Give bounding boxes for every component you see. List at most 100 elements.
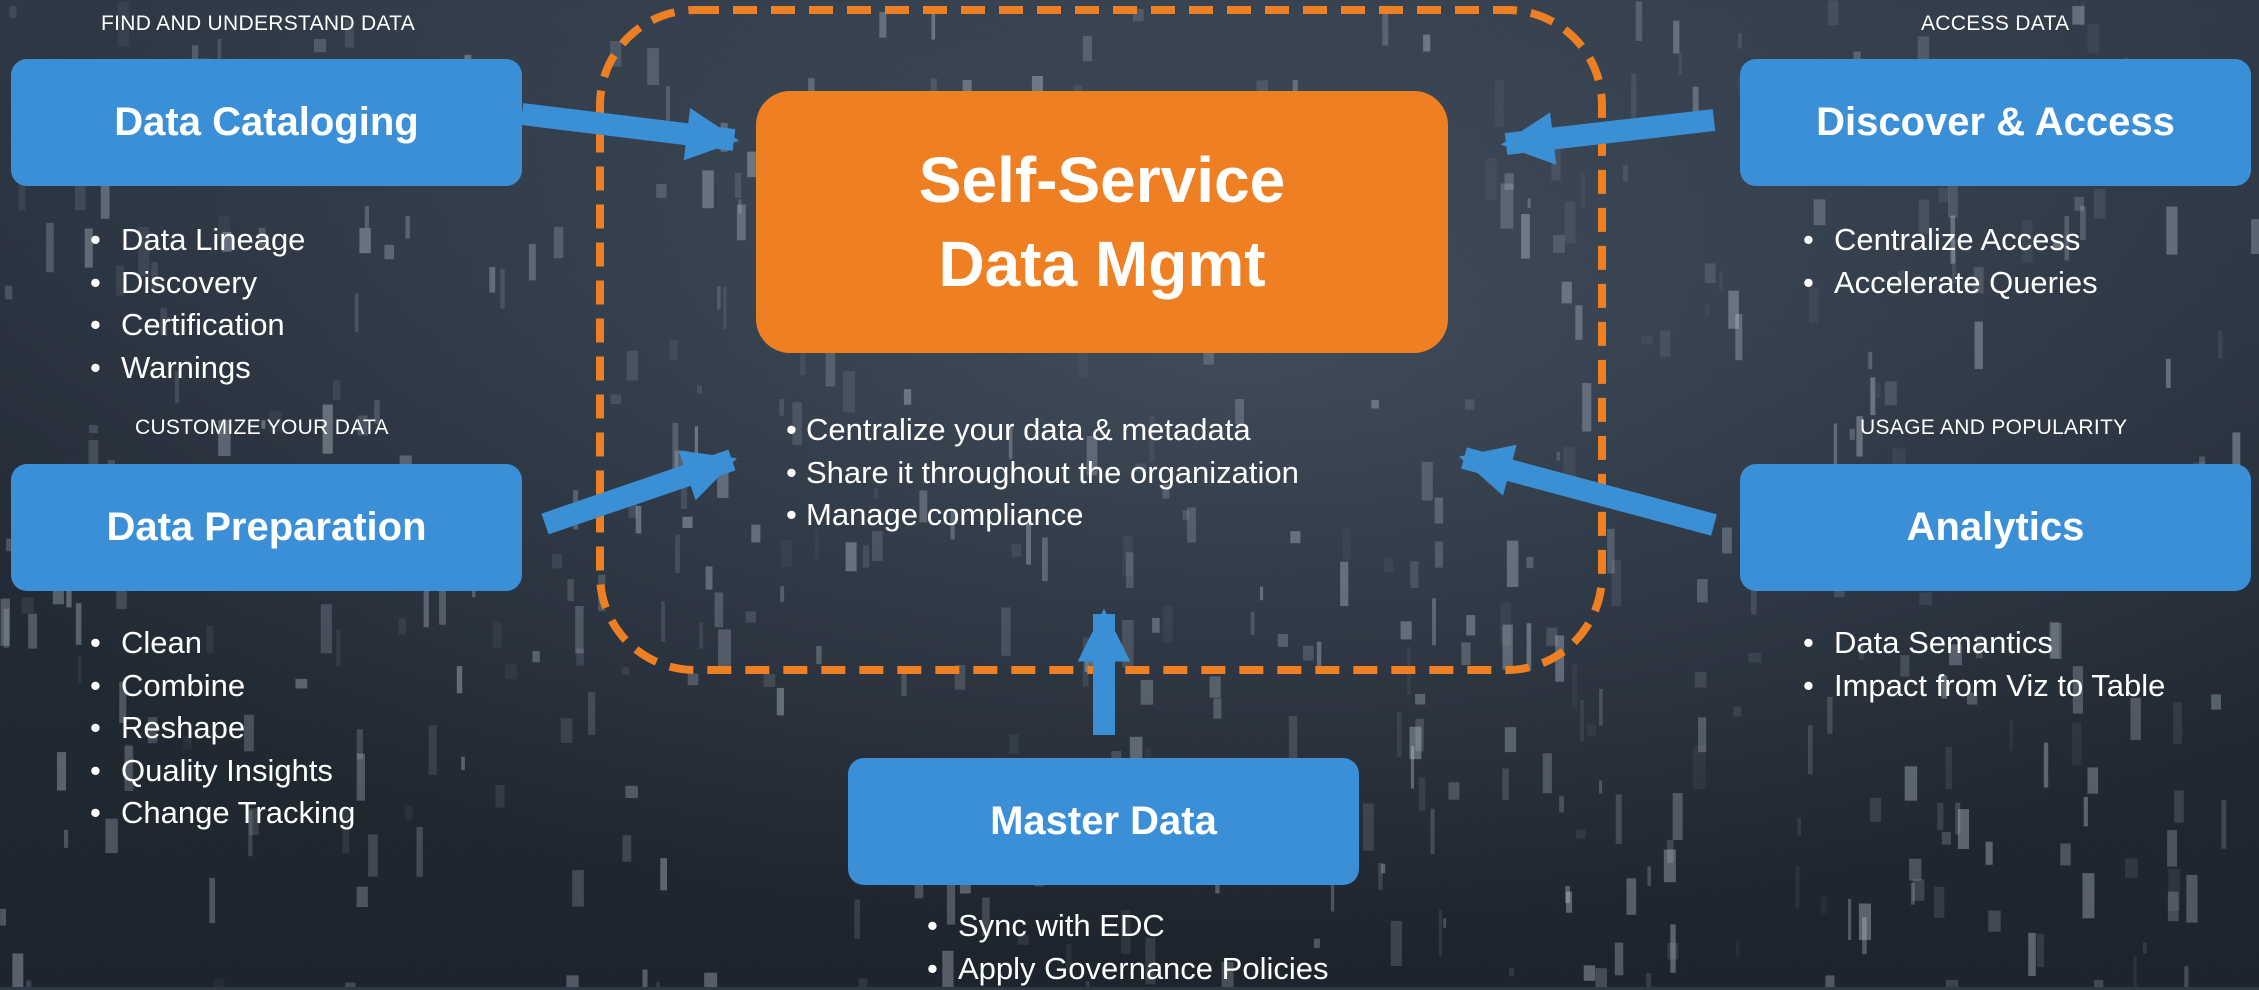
background-stream-mark xyxy=(1719,272,1722,290)
background-stream-mark xyxy=(706,566,713,589)
background-stream-mark xyxy=(2218,331,2223,359)
background-stream-mark xyxy=(1505,173,1514,190)
background-stream-mark xyxy=(717,464,728,498)
background-stream-mark xyxy=(717,286,721,310)
background-stream-mark xyxy=(101,181,110,218)
list-item: Manage compliance xyxy=(756,494,1299,537)
background-stream-mark xyxy=(1599,781,1602,794)
data-cataloging-title: Data Cataloging xyxy=(114,100,418,145)
background-stream-mark xyxy=(1909,859,1921,881)
list-item: Data Lineage xyxy=(84,219,305,262)
background-stream-mark xyxy=(843,371,855,412)
background-stream-mark xyxy=(1705,305,1709,317)
background-stream-mark xyxy=(1834,424,1837,467)
background-stream-mark xyxy=(1795,866,1799,908)
discover-access-box: Discover & Access xyxy=(1740,59,2251,186)
caption-usage-and-popularity: USAGE AND POPULARITY xyxy=(1860,416,2127,440)
background-stream-mark xyxy=(28,614,37,649)
background-stream-mark xyxy=(904,389,911,405)
list-item: Warnings xyxy=(84,347,305,390)
background-stream-mark xyxy=(1042,538,1048,582)
background-stream-mark xyxy=(1012,544,1022,556)
background-stream-mark xyxy=(1401,621,1412,639)
background-stream-mark xyxy=(1397,712,1402,757)
background-stream-mark xyxy=(1423,35,1430,52)
background-stream-mark xyxy=(1667,840,1674,863)
background-stream-mark xyxy=(1660,331,1670,357)
background-stream-mark xyxy=(666,86,670,121)
background-stream-mark xyxy=(1975,322,1983,370)
background-stream-mark xyxy=(1422,462,1433,501)
background-stream-mark xyxy=(1461,642,1470,665)
background-stream-mark xyxy=(625,786,638,798)
center-title-line-1: Self-Service xyxy=(919,138,1285,222)
background-stream-mark xyxy=(1722,528,1732,554)
background-stream-mark xyxy=(567,579,574,601)
background-stream-mark xyxy=(1278,634,1288,647)
background-stream-mark xyxy=(747,152,756,178)
background-stream-mark xyxy=(368,834,378,876)
background-stream-mark xyxy=(1587,724,1596,736)
background-stream-mark xyxy=(670,340,678,360)
background-stream-mark xyxy=(357,754,365,801)
background-stream-mark xyxy=(675,535,680,573)
background-stream-mark xyxy=(1848,899,1851,940)
background-stream-mark xyxy=(661,601,665,641)
background-stream-mark xyxy=(1575,305,1582,340)
list-item: Discovery xyxy=(84,262,305,305)
background-stream-mark xyxy=(636,506,642,534)
list-item: Quality Insights xyxy=(84,750,355,793)
background-stream-mark xyxy=(405,806,413,821)
background-stream-mark xyxy=(1705,263,1716,283)
list-item: Sync with EDC xyxy=(921,905,1328,948)
background-stream-mark xyxy=(1381,864,1385,874)
background-stream-mark xyxy=(1636,1,1642,41)
background-stream-mark xyxy=(1946,747,1953,789)
background-stream-mark xyxy=(627,351,638,381)
background-stream-mark xyxy=(1317,642,1321,666)
background-stream-mark xyxy=(1501,603,1512,645)
background-stream-mark xyxy=(683,517,693,528)
list-item: Impact from Viz to Table xyxy=(1797,665,2165,708)
background-stream-mark xyxy=(1507,541,1519,587)
background-stream-mark xyxy=(1563,447,1575,477)
background-stream-mark xyxy=(1582,383,1591,432)
background-stream-mark xyxy=(1486,158,1497,200)
list-item: Combine xyxy=(84,665,355,708)
background-stream-mark xyxy=(1557,452,1561,461)
background-stream-mark xyxy=(1152,618,1160,633)
background-stream-mark xyxy=(1627,878,1637,915)
background-stream-mark xyxy=(1505,727,1516,752)
background-stream-mark xyxy=(1466,615,1475,635)
background-stream-mark xyxy=(2125,858,2138,878)
background-stream-mark xyxy=(1085,650,1097,672)
background-stream-mark xyxy=(1679,52,1682,75)
background-stream-mark xyxy=(1251,612,1255,635)
background-stream-mark xyxy=(688,674,699,686)
background-stream-mark xyxy=(746,611,756,622)
background-stream-mark xyxy=(1435,541,1443,567)
background-stream-mark xyxy=(1905,766,1917,800)
background-stream-mark xyxy=(1876,383,1881,399)
background-stream-mark xyxy=(1868,352,1872,370)
background-stream-mark xyxy=(0,909,6,926)
background-stream-mark xyxy=(1439,910,1442,956)
background-stream-mark xyxy=(572,870,584,907)
background-stream-mark xyxy=(1343,528,1351,560)
master-data-title: Master Data xyxy=(990,799,1217,844)
background-stream-mark xyxy=(1988,911,2000,932)
background-stream-mark xyxy=(57,752,66,790)
background-stream-mark xyxy=(1501,184,1514,229)
background-stream-mark xyxy=(1410,561,1418,588)
background-stream-mark xyxy=(1613,492,1616,505)
background-stream-mark xyxy=(12,954,23,988)
background-stream-mark xyxy=(2134,957,2137,987)
background-stream-mark xyxy=(1615,943,1624,976)
background-stream-mark xyxy=(64,830,68,848)
background-stream-mark xyxy=(529,244,536,281)
background-stream-mark xyxy=(355,294,359,332)
background-stream-mark xyxy=(735,173,741,198)
background-stream-mark xyxy=(1555,635,1564,681)
background-stream-mark xyxy=(1431,809,1435,854)
analytics-list: Data Semantics Impact from Viz to Table xyxy=(1797,622,2165,707)
